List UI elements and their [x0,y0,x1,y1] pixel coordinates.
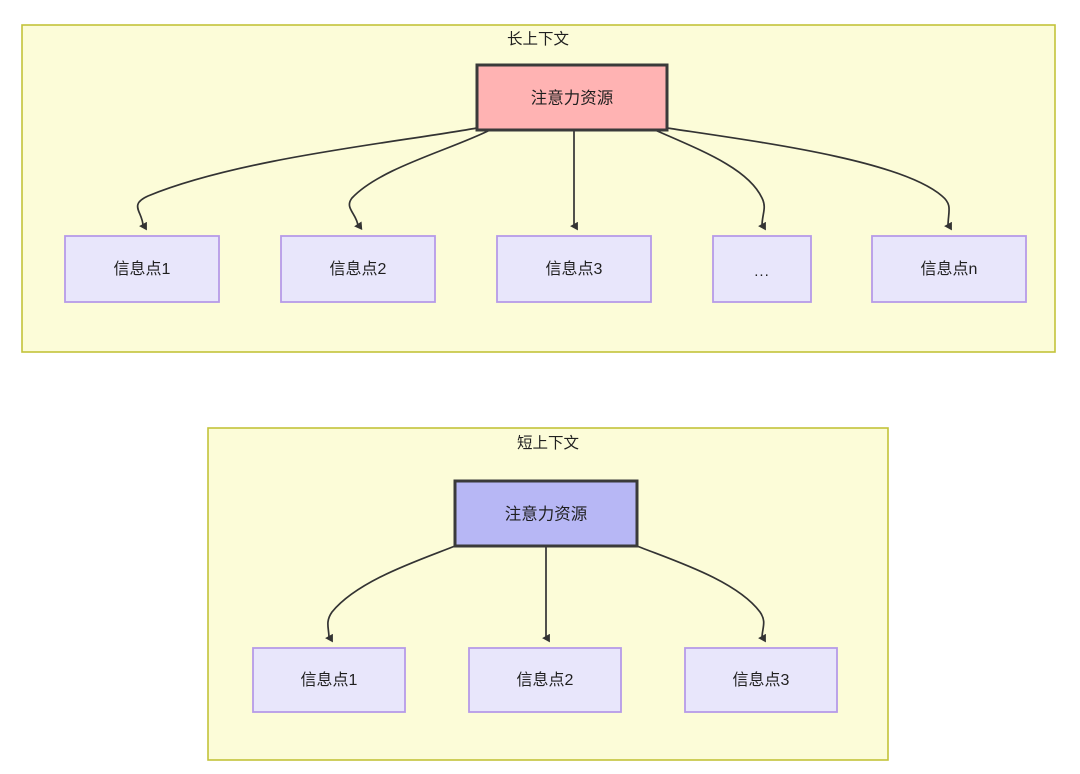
node-attention-resource-long-rect[interactable] [475,63,669,132]
panel-long-context-title: 长上下文 [507,30,569,48]
edge-root-to-leaf-1 [136,127,478,231]
edge-group-long-context [136,127,952,231]
node-info-point-2-short[interactable]: 信息点2 [468,647,622,713]
node-attention-resource-long[interactable]: 注意力资源 [475,63,669,132]
node-info-point-3-long-rect[interactable] [496,235,652,303]
panel-long-context: 长上下文 注意力资源 信息点1 信息点2 [21,24,1056,353]
node-info-point-3-long[interactable]: 信息点3 [496,235,652,303]
node-info-point-3-short-rect[interactable] [684,647,838,713]
node-info-point-n-long[interactable]: 信息点n [871,235,1027,303]
node-attention-resource-short-rect[interactable] [453,479,639,548]
node-info-point-1-short[interactable]: 信息点1 [252,647,406,713]
node-info-point-1-long[interactable]: 信息点1 [64,235,220,303]
panel-short-context: 短上下文 注意力资源 信息点1 信息点2 [207,427,889,761]
node-attention-resource-short[interactable]: 注意力资源 [453,479,639,548]
node-info-point-3-long-label: 信息点3 [546,260,603,278]
node-info-point-ellipsis-long-label: ... [754,263,770,280]
edge-root-to-leaf-2 [348,129,491,231]
edge-root-to-leaf-4 [654,129,766,231]
panel-short-context-title: 短上下文 [517,434,579,452]
node-info-point-n-long-label: 信息点n [921,260,978,278]
node-attention-resource-long-label: 注意力资源 [531,88,614,107]
node-info-point-3-short-label: 信息点3 [733,671,790,689]
node-info-point-1-long-rect[interactable] [64,235,220,303]
node-info-point-1-short-rect[interactable] [252,647,406,713]
node-info-point-2-short-label: 信息点2 [517,671,574,689]
edge-group-short-context [325,545,766,643]
edge-root-to-leaf-3-short [636,545,766,643]
edge-root-to-leaf-5 [666,127,952,231]
node-info-point-ellipsis-long-rect[interactable] [712,235,812,303]
node-info-point-2-short-rect[interactable] [468,647,622,713]
node-info-point-2-long[interactable]: 信息点2 [280,235,436,303]
node-info-point-1-long-label: 信息点1 [114,260,171,278]
node-attention-resource-short-label: 注意力资源 [505,504,588,523]
node-info-point-3-short[interactable]: 信息点3 [684,647,838,713]
edge-root-to-leaf-1-short [325,545,456,643]
node-info-point-1-short-label: 信息点1 [301,671,358,689]
node-info-point-2-long-label: 信息点2 [330,260,387,278]
node-info-point-2-long-rect[interactable] [280,235,436,303]
node-info-point-ellipsis-long[interactable]: ... [712,235,812,303]
node-info-point-n-long-rect[interactable] [871,235,1027,303]
